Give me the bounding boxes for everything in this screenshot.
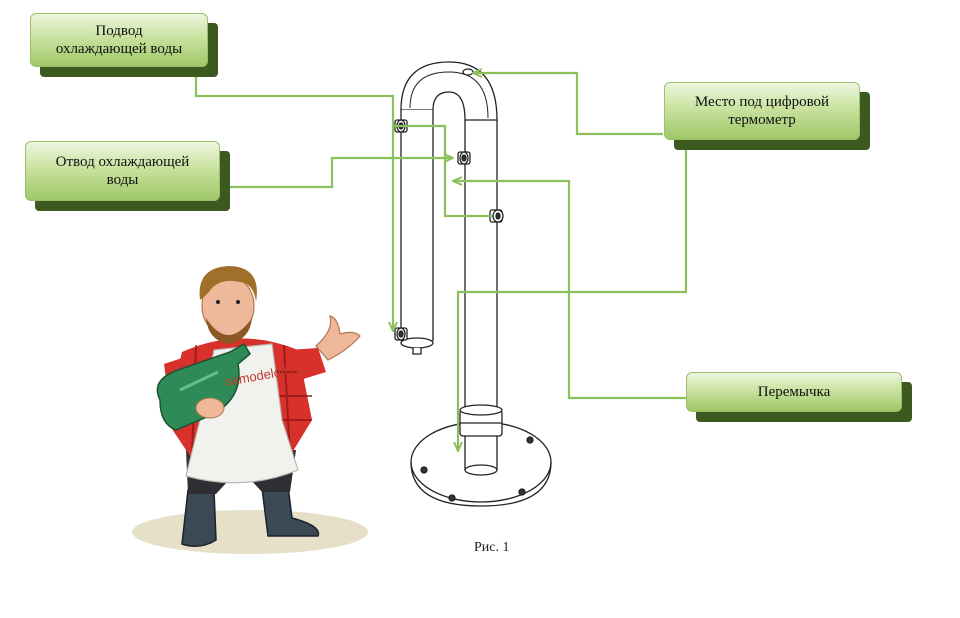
fitting-outlet: [457, 151, 471, 165]
cartoon-man-illustration: [132, 266, 368, 554]
leader-lines: [194, 68, 688, 450]
leader-bridge: [454, 181, 686, 400]
leader-thermo-bottom: [458, 134, 688, 450]
leader-inlet-branch: [393, 124, 492, 218]
figure-caption: Рис. 1: [474, 540, 510, 555]
callout-thermometer-label: Место под цифровой термометр: [664, 82, 860, 140]
callout-inlet: Подвод охлаждающей воды: [30, 13, 218, 77]
callout-outlet: Отвод охлаждающей воды: [25, 141, 230, 211]
callout-bridge: Перемычка: [686, 372, 912, 422]
column-drawing: [394, 61, 552, 507]
leader-outlet: [222, 158, 452, 189]
fitting-lower: [394, 327, 408, 341]
leader-thermo-top: [474, 73, 663, 136]
callout-bridge-label: Перемычка: [686, 372, 902, 412]
condenser-tube: [400, 110, 434, 347]
bottle: [156, 342, 251, 431]
fitting-top: [462, 68, 474, 76]
fitting-side: [489, 209, 504, 223]
callout-inlet-label: Подвод охлаждающей воды: [30, 13, 208, 67]
callout-thermometer: Место под цифровой термометр: [664, 82, 870, 150]
leader-inlet: [194, 68, 393, 330]
callout-outlet-label: Отвод охлаждающей воды: [25, 141, 220, 201]
